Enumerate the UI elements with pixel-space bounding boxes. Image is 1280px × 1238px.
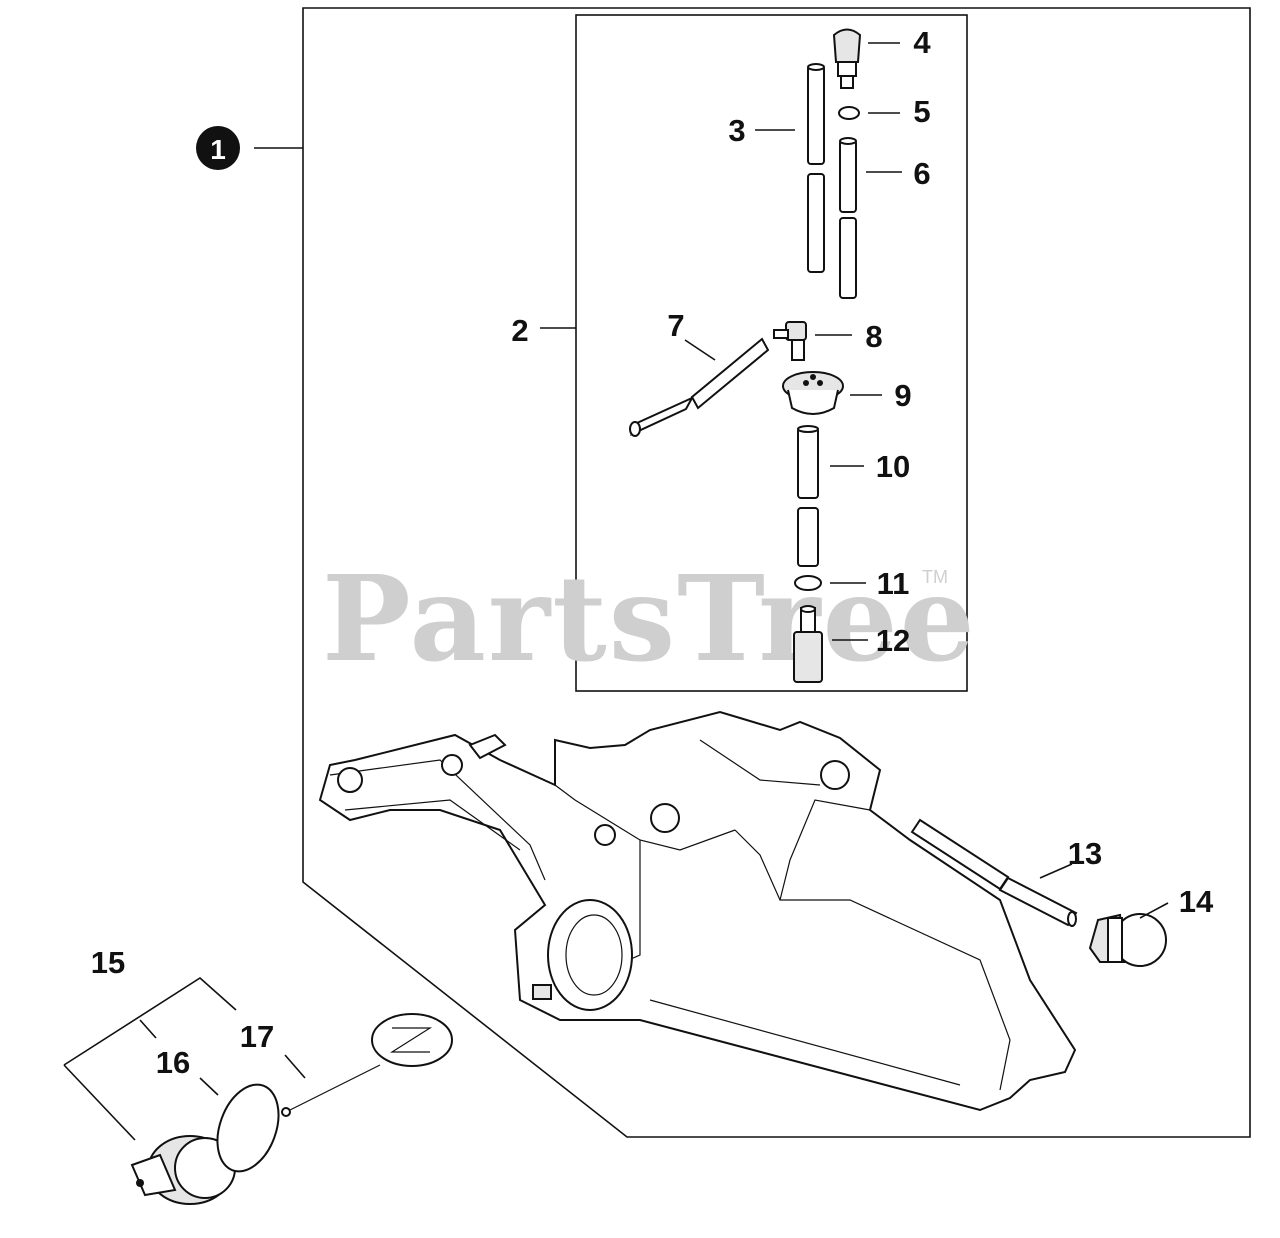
leader-16 [199, 1077, 219, 1096]
callout-13: 13 [1068, 836, 1102, 871]
callout-15: 15 [91, 945, 125, 980]
callout-2: 2 [511, 313, 528, 348]
watermark-tm: TM [922, 567, 948, 587]
callout-4: 4 [913, 25, 931, 60]
assembly-outline [302, 7, 1251, 1138]
part-3-tube [807, 63, 825, 273]
callout-17: 17 [240, 1019, 274, 1054]
leader-17 [284, 1054, 306, 1079]
callout-14: 14 [1179, 884, 1214, 919]
leader-15-bracket [63, 976, 237, 1066]
leader-15-mid [139, 1019, 157, 1039]
leader-14 [1139, 902, 1169, 919]
callout-1: 1 [210, 134, 226, 165]
part-12-filter [793, 605, 823, 683]
part-5-oring [838, 106, 860, 120]
callout-8: 8 [865, 319, 882, 354]
part-9-grommet [782, 371, 844, 415]
callout-3: 3 [728, 113, 745, 148]
part-16-gasket [216, 1083, 280, 1173]
fuel-tank-housing [318, 710, 1077, 1112]
part-13-tube [910, 818, 1078, 927]
part-7-tube [629, 337, 770, 437]
subkit-box [575, 14, 968, 692]
watermark: PartsTree [322, 549, 977, 688]
callout-7: 7 [667, 308, 684, 343]
part-8-elbow [773, 321, 807, 361]
leader-13 [1039, 863, 1073, 879]
callout-11: 11 [877, 566, 910, 601]
part-11-oring [794, 575, 822, 591]
part-4-plug [832, 28, 862, 89]
callout-16: 16 [156, 1045, 190, 1080]
callout-1-badge [196, 126, 240, 170]
callout-5: 5 [913, 94, 930, 129]
callout-6: 6 [913, 156, 930, 191]
leader-7 [684, 339, 716, 361]
part-10-tube [797, 425, 819, 567]
part-6-tube [839, 137, 857, 299]
callout-10: 10 [876, 449, 910, 484]
callout-12: 12 [876, 623, 910, 658]
callout-9: 9 [894, 378, 911, 413]
leader-15 [63, 1064, 136, 1141]
part-14-primer-bulb [1088, 913, 1167, 967]
part-17-strainer [281, 1013, 453, 1117]
